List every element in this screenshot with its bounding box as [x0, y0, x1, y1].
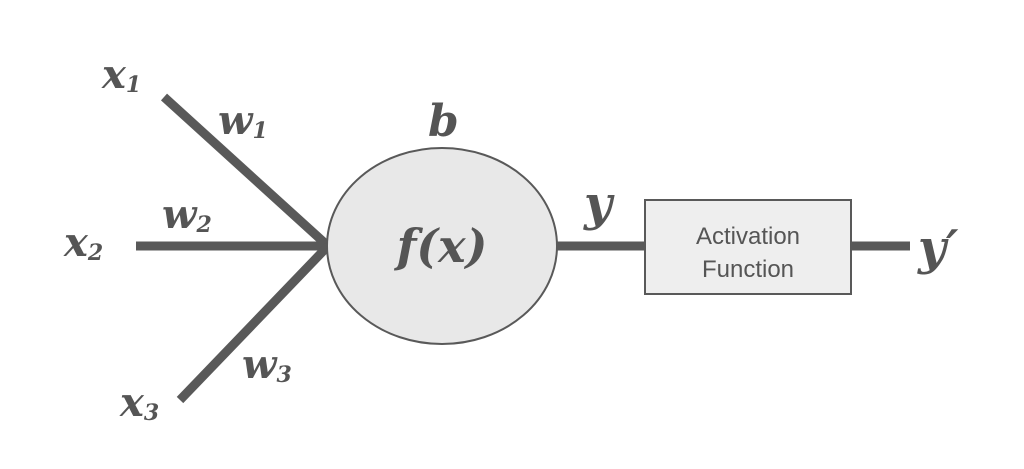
weight-w1-var: w — [218, 97, 254, 144]
input-x1-var: x — [101, 51, 127, 98]
bias-label: b — [428, 96, 459, 147]
input-x2-var: x — [63, 219, 89, 266]
weight-w3-var: w — [242, 341, 278, 388]
weight-w3-sub: 3 — [276, 362, 291, 388]
weight-label-w3: w3 — [242, 341, 292, 388]
input-x3-var: x — [119, 379, 145, 426]
input-label-x2: x2 — [63, 219, 103, 266]
input-x1-sub: 1 — [126, 72, 141, 98]
input-x2-sub: 2 — [87, 240, 103, 266]
activation-label-line1: Activation — [696, 223, 800, 250]
weight-label-w1: w1 — [218, 97, 268, 144]
weight-w2-var: w — [162, 191, 198, 238]
input-wire-3 — [176, 242, 332, 404]
input-label-x1: x1 — [101, 51, 141, 98]
pre-activation-output-label: y — [583, 176, 615, 232]
weight-w2-sub: 2 — [195, 212, 211, 238]
neuron-function-label: f(x) — [394, 219, 488, 273]
weight-label-w2: w2 — [162, 191, 212, 238]
final-output-label: y′ — [917, 220, 959, 276]
input-x3-sub: 3 — [144, 400, 159, 426]
input-label-x3: x3 — [119, 379, 159, 426]
activation-function-box — [644, 199, 852, 295]
activation-label-line2: Function — [702, 256, 794, 283]
input-wire-1 — [160, 93, 332, 250]
weight-w1-sub: 1 — [252, 118, 267, 144]
